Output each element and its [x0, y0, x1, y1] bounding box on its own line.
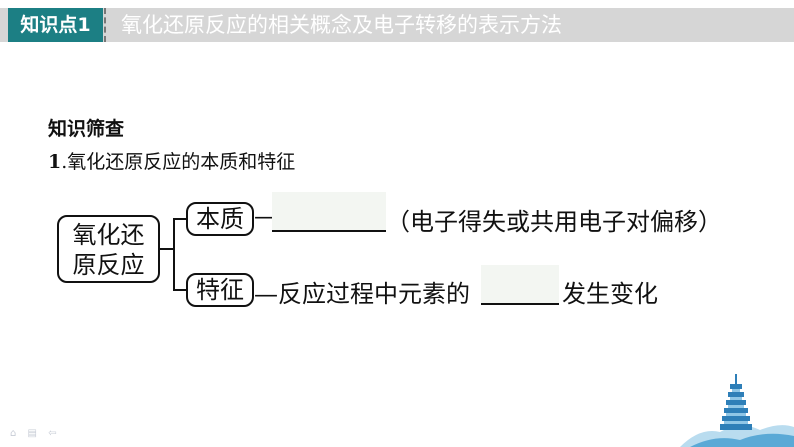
feature-text: —反应过程中元素的 — [254, 280, 470, 308]
knowledge-point-tag: 知识点1 — [8, 8, 103, 42]
essence-answer-blank[interactable] — [272, 192, 386, 232]
footer-nav[interactable]: ⌂ ▤ ⇦ — [10, 428, 61, 439]
root-concept-box: 氧化还 原反应 — [57, 215, 160, 283]
feature-suffix: 发生变化 — [562, 280, 658, 308]
connector-top — [173, 218, 187, 220]
header-bar: 知识点1 氧化还原反应的相关概念及电子转移的表示方法 — [0, 8, 794, 42]
subheading-number: 1 — [48, 151, 62, 173]
feature-answer-blank[interactable] — [481, 265, 559, 305]
root-concept-line2: 原反应 — [72, 251, 145, 279]
connector-vertical — [173, 218, 175, 291]
header-divider — [104, 8, 118, 42]
subheading-text: .氧化还原反应的本质和特征 — [61, 151, 296, 173]
page-title: 氧化还原反应的相关概念及电子转移的表示方法 — [121, 13, 562, 37]
subheading: 1.氧化还原反应的本质和特征 — [48, 147, 295, 174]
essence-note: （电子得失或共用电子对偏移） — [386, 208, 722, 236]
essence-box: 本质 — [186, 202, 254, 236]
feature-box: 特征 — [186, 273, 254, 307]
connector-bottom — [173, 289, 187, 291]
pagoda-scenery-illustration — [680, 374, 794, 447]
connector-stem — [160, 248, 174, 250]
root-concept-line1: 氧化还 — [72, 221, 145, 249]
section-heading: 知识筛查 — [48, 118, 125, 140]
